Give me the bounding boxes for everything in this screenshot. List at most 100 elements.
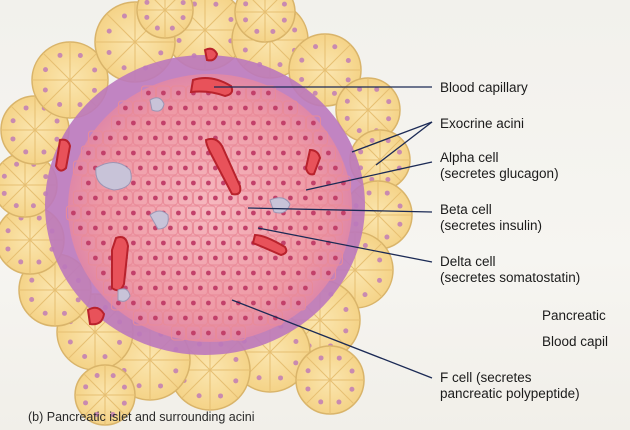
cell-nucleus xyxy=(236,241,241,246)
cell-nucleus xyxy=(213,106,218,111)
cell-nucleus xyxy=(258,316,263,321)
cell-nucleus xyxy=(206,211,211,216)
cell-nucleus xyxy=(168,166,173,171)
cell-nucleus xyxy=(326,211,331,216)
cell-nucleus xyxy=(228,226,233,231)
cell-nucleus xyxy=(288,226,293,231)
cell-nucleus xyxy=(236,271,241,276)
cell-nucleus xyxy=(93,226,98,231)
cell-nucleus xyxy=(108,226,113,231)
cell-nucleus xyxy=(86,151,91,156)
cell-nucleus xyxy=(288,196,293,201)
cell-nucleus xyxy=(213,286,218,291)
cell-nucleus xyxy=(86,241,91,246)
cell-nucleus xyxy=(108,196,113,201)
cell-nucleus xyxy=(183,106,188,111)
cell-nucleus xyxy=(273,136,278,141)
cell-nucleus xyxy=(131,301,136,306)
cell-nucleus xyxy=(258,286,263,291)
cell-nucleus xyxy=(161,121,166,126)
cell-nucleus xyxy=(296,181,301,186)
cell-nucleus xyxy=(318,226,323,231)
cell-nucleus xyxy=(168,316,173,321)
cell-nucleus xyxy=(138,196,143,201)
cell-nucleus xyxy=(183,316,188,321)
cell-nucleus xyxy=(161,151,166,156)
cell-nucleus xyxy=(281,271,286,276)
cell-nucleus xyxy=(176,91,181,96)
cell-nucleus xyxy=(251,121,256,126)
cell-nucleus xyxy=(273,256,278,261)
cell-nucleus xyxy=(296,121,301,126)
cell-nucleus xyxy=(101,211,106,216)
label-beta-cell: Beta cell (secretes insulin) xyxy=(440,202,542,234)
cell-nucleus xyxy=(251,91,256,96)
cell-nucleus xyxy=(236,151,241,156)
cell-nucleus xyxy=(198,226,203,231)
cell-nucleus xyxy=(123,136,128,141)
cell-nucleus xyxy=(153,196,158,201)
cell-nucleus xyxy=(138,256,143,261)
lumen xyxy=(150,98,164,111)
cell-nucleus xyxy=(176,121,181,126)
cell-nucleus xyxy=(311,241,316,246)
cell-nucleus xyxy=(213,316,218,321)
cell-nucleus xyxy=(138,226,143,231)
cell-nucleus xyxy=(198,136,203,141)
cell-nucleus xyxy=(168,196,173,201)
cell-nucleus xyxy=(183,256,188,261)
cell-nucleus xyxy=(176,331,181,336)
cell-nucleus xyxy=(318,256,323,261)
cell-nucleus xyxy=(266,91,271,96)
f-cell-title: F cell (secretes xyxy=(440,370,580,386)
cell-nucleus xyxy=(228,106,233,111)
cell-nucleus xyxy=(266,121,271,126)
cell-nucleus xyxy=(198,106,203,111)
cell-nucleus xyxy=(288,286,293,291)
figure-caption: (b) Pancreatic islet and surrounding aci… xyxy=(28,410,255,424)
cell-nucleus xyxy=(176,211,181,216)
cell-nucleus xyxy=(251,211,256,216)
cell-nucleus xyxy=(213,256,218,261)
cell-nucleus xyxy=(318,166,323,171)
cell-nucleus xyxy=(78,196,83,201)
cell-nucleus xyxy=(266,151,271,156)
cell-nucleus xyxy=(146,241,151,246)
cell-nucleus xyxy=(311,121,316,126)
cell-nucleus xyxy=(176,181,181,186)
cell-nucleus xyxy=(101,151,106,156)
cell-nucleus xyxy=(191,331,196,336)
cell-nucleus xyxy=(138,106,143,111)
cell-nucleus xyxy=(168,226,173,231)
label-f-cell: F cell (secretes pancreatic polypeptide) xyxy=(440,370,580,402)
cell-nucleus xyxy=(303,226,308,231)
cell-nucleus xyxy=(228,196,233,201)
cell-nucleus xyxy=(221,331,226,336)
cell-nucleus xyxy=(303,256,308,261)
cell-nucleus xyxy=(176,151,181,156)
cell-nucleus xyxy=(198,166,203,171)
cell-nucleus xyxy=(303,286,308,291)
side-label-blood-capillary: Blood capil xyxy=(542,334,608,350)
cell-nucleus xyxy=(333,166,338,171)
capillary xyxy=(205,49,217,61)
cell-nucleus xyxy=(206,271,211,276)
cell-nucleus xyxy=(281,121,286,126)
cell-nucleus xyxy=(341,211,346,216)
cell-nucleus xyxy=(273,286,278,291)
cell-nucleus xyxy=(281,301,286,306)
cell-nucleus xyxy=(228,316,233,321)
beta-cell-title: Beta cell xyxy=(440,202,542,218)
cell-nucleus xyxy=(311,271,316,276)
cell-nucleus xyxy=(243,256,248,261)
cell-nucleus xyxy=(251,181,256,186)
cell-nucleus xyxy=(176,271,181,276)
cell-nucleus xyxy=(296,301,301,306)
cell-nucleus xyxy=(236,91,241,96)
cell-nucleus xyxy=(123,226,128,231)
cell-nucleus xyxy=(131,211,136,216)
cell-nucleus xyxy=(288,166,293,171)
alpha-cell-title: Alpha cell xyxy=(440,150,559,166)
cell-nucleus xyxy=(183,196,188,201)
